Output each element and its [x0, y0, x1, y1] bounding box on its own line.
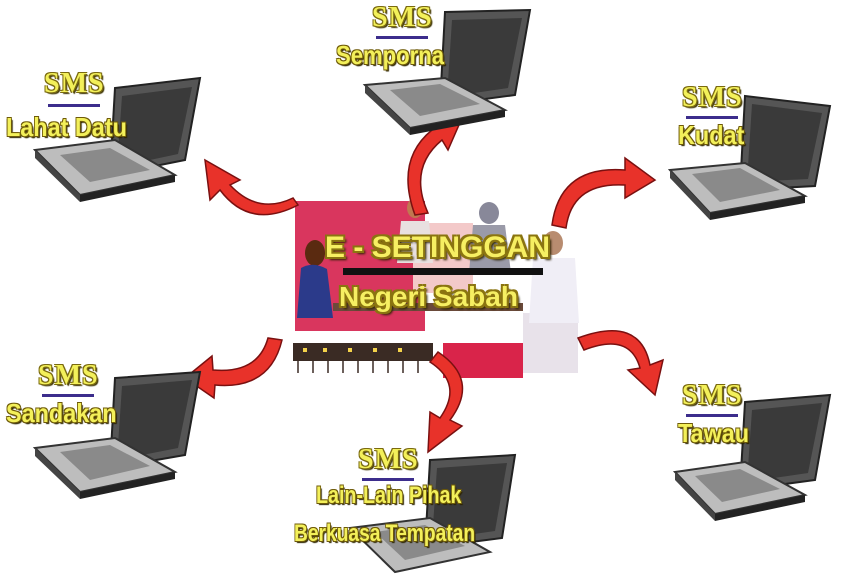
laptop-icon: [0, 360, 210, 510]
sms-label: SMS: [682, 82, 743, 114]
arrow-to-lain-lain: [428, 352, 463, 452]
sms-underline: [48, 104, 100, 107]
node-lain-lain: SMS Lain-Lain Pihak Berkuasa Tempatan: [290, 440, 540, 577]
place-label: Kudat: [678, 120, 744, 151]
sms-label: SMS: [44, 68, 105, 100]
sms-underline: [376, 36, 428, 39]
node-semporna: SMS Semporna: [330, 0, 540, 150]
node-tawau: SMS Tawau: [630, 380, 840, 530]
sms-underline: [686, 116, 738, 119]
node-sandakan: SMS Sandakan: [0, 360, 210, 510]
sms-underline: [42, 394, 94, 397]
sms-label: SMS: [358, 444, 419, 476]
node-kudat: SMS Kudat: [630, 78, 840, 228]
place-label: Lain-Lain Pihak: [316, 482, 461, 510]
place-label: Sandakan: [6, 398, 117, 429]
sms-label: SMS: [372, 2, 433, 34]
node-lahat-datu: SMS Lahat Datu: [0, 60, 210, 210]
place-label-line2: Berkuasa Tempatan: [294, 520, 475, 548]
place-label: Lahat Datu: [6, 112, 127, 143]
sms-underline: [362, 478, 414, 481]
place-label: Tawau: [678, 418, 749, 449]
laptop-icon: [330, 0, 540, 150]
place-label: Semporna: [336, 40, 444, 71]
sms-label: SMS: [38, 360, 99, 392]
arrow-to-lahat-datu: [205, 160, 298, 215]
sms-label: SMS: [682, 380, 743, 412]
sms-underline: [686, 414, 738, 417]
